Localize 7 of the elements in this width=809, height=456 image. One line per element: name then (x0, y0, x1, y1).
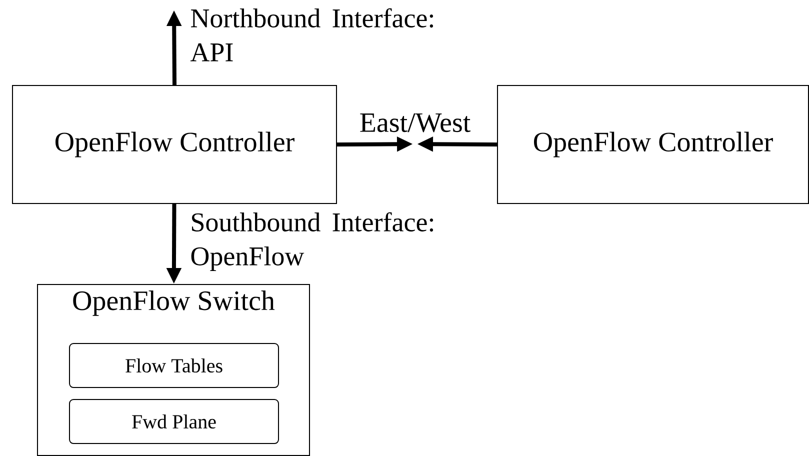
controller-box: OpenFlow Controller (12, 85, 337, 204)
table-box: Flow Tables (69, 343, 279, 388)
edge-label: Southbound Interface: OpenFlow (191, 212, 434, 271)
table-box: Fwd Plane (69, 399, 279, 444)
edge-label: Northbound Interface: API (190, 8, 434, 62)
controller-box: OpenFlow Controller (497, 85, 809, 204)
direction-label: East/West (360, 113, 470, 132)
